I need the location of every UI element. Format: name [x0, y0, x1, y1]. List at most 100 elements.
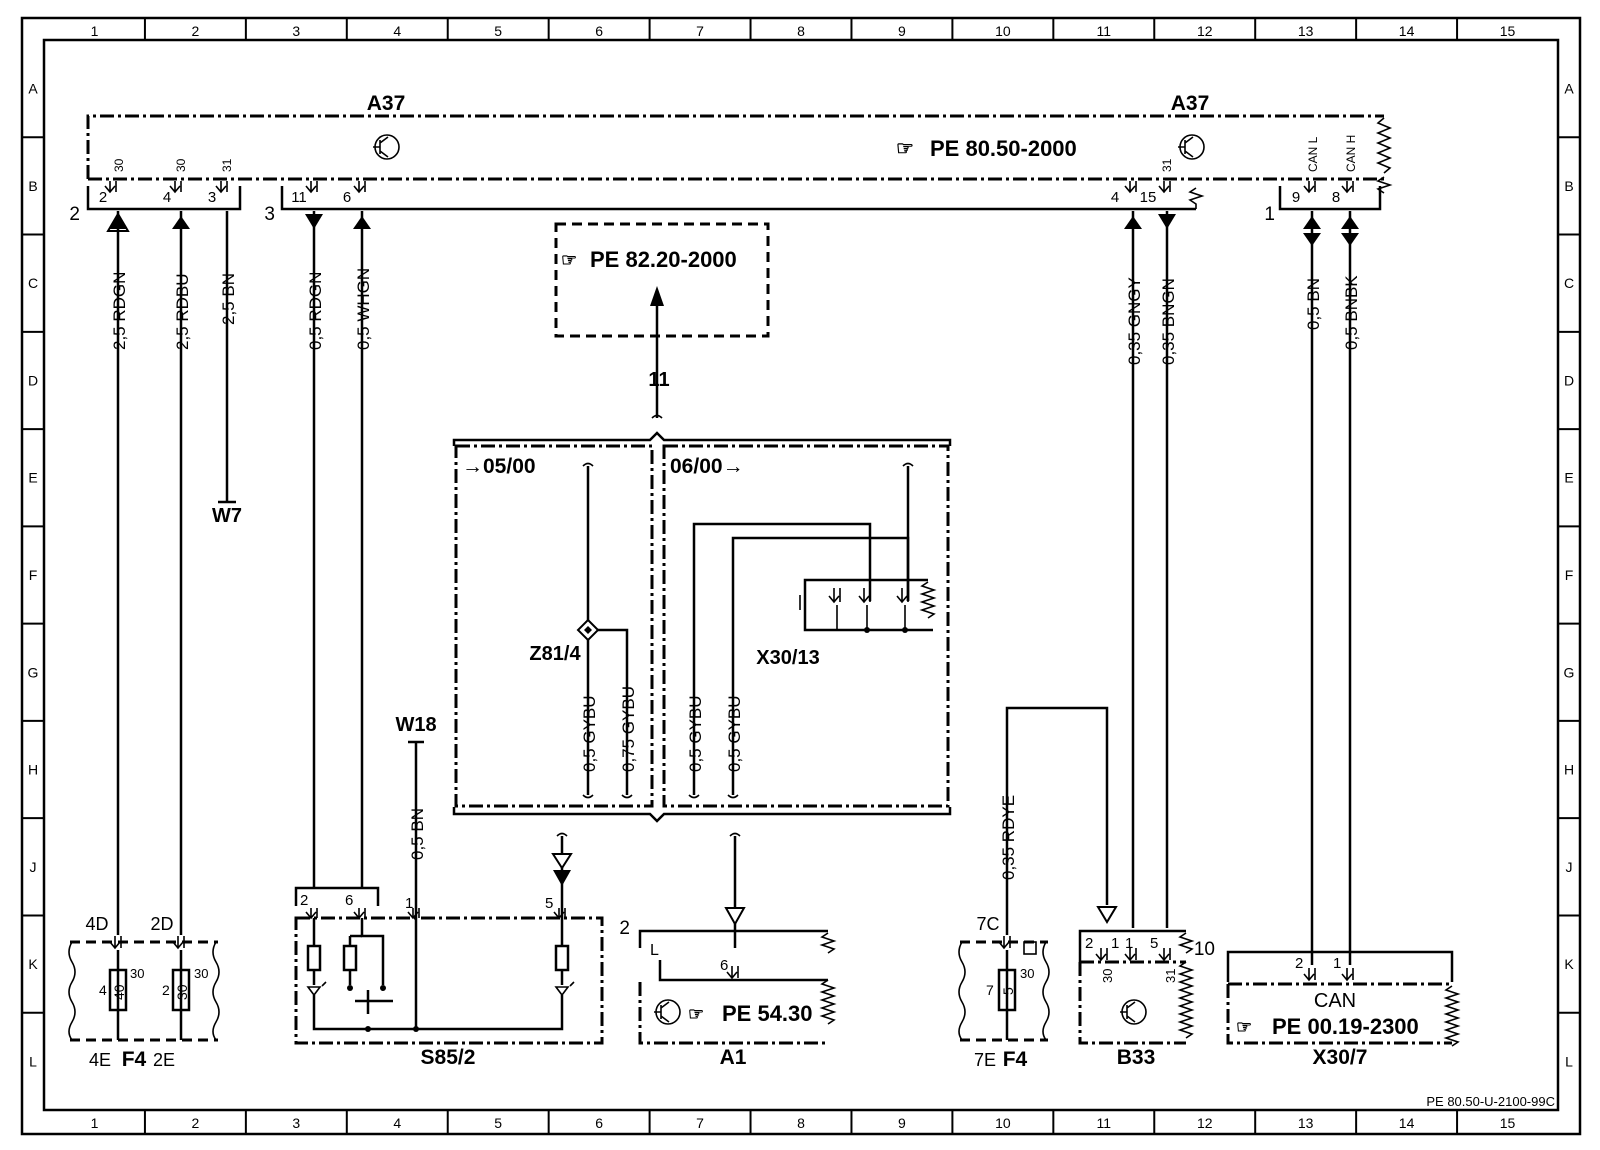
pin-label: 2	[619, 918, 630, 939]
grid-labels: 1122334455667788991010111112121313141415…	[22, 18, 1580, 1134]
grid-row-label: F	[1565, 567, 1574, 583]
transistor-icon	[1120, 999, 1147, 1025]
pin-30-label: 30	[112, 158, 126, 172]
x30-7-label: X30/7	[1313, 1046, 1368, 1069]
x30-7-reference: PE 00.19-2300	[1272, 1014, 1419, 1039]
grid-row-label: J	[1566, 859, 1573, 875]
pin-label: 30	[194, 966, 208, 981]
grid-column-label: 1	[91, 23, 99, 39]
grid-column-label: 2	[192, 23, 200, 39]
grid-column-label: 15	[1500, 1115, 1516, 1131]
pin-15: 15	[1140, 189, 1157, 206]
outer-frame	[20, 16, 1582, 1136]
pin-6: 6	[343, 189, 351, 206]
grid-row-label: G	[28, 664, 39, 680]
grid-column-label: 8	[797, 23, 805, 39]
pin-label: 2	[1085, 935, 1093, 952]
grid-row-label: C	[28, 275, 38, 291]
grid-row-label: A	[28, 81, 38, 97]
grid-column-label: 10	[995, 1115, 1011, 1131]
variant-new-label: 06/00→	[670, 455, 744, 478]
f4-label: F4	[1003, 1048, 1028, 1071]
pin-label: 7C	[976, 914, 999, 934]
pin-label: 1	[1111, 935, 1119, 952]
grid-row-label: D	[1564, 372, 1574, 388]
grid-row-label: H	[28, 762, 38, 778]
wire-label: 0,5 RDGN	[306, 272, 325, 350]
pin-label: 30	[130, 966, 144, 981]
grid-column-label: 3	[292, 23, 300, 39]
fuse-rating: 30	[174, 984, 190, 1000]
b33-component: 2 1 1 5 30 31 B33	[1078, 929, 1195, 1069]
fuse-rating: 5	[1000, 987, 1016, 995]
reference-box-label: PE 82.20-2000	[590, 247, 737, 272]
transistor-icon	[654, 999, 681, 1025]
reference-hand-icon: ☞	[561, 250, 577, 270]
fuse-rating: 40	[111, 984, 127, 1000]
b33-label: B33	[1117, 1046, 1156, 1069]
grid-column-label: 13	[1298, 1115, 1314, 1131]
connector-2: 2	[69, 204, 80, 225]
pin-label: 31	[1163, 969, 1178, 983]
grid-column-label: 13	[1298, 23, 1314, 39]
pin-label: 6	[720, 957, 728, 974]
pin-label: 1	[405, 895, 413, 912]
can-label: CAN	[1314, 990, 1356, 1012]
pin-31-label: 31	[220, 158, 234, 172]
grid-column-label: 15	[1500, 23, 1516, 39]
pin-4-right: 4	[1111, 189, 1119, 206]
f4-label: F4	[122, 1048, 147, 1071]
a1-reference: PE 54.30	[722, 1001, 813, 1026]
pin-2: 2	[99, 189, 107, 206]
grid-row-label: H	[1564, 762, 1574, 778]
pin-label: 30	[1020, 966, 1034, 981]
ground-w7: W7	[212, 505, 242, 527]
wire-label: 2,5 BN	[219, 273, 238, 325]
pin-label: 5	[1150, 935, 1158, 952]
grid-column-label: 10	[995, 23, 1011, 39]
pin-label: 2	[162, 982, 170, 998]
pin-label: 1	[1333, 955, 1341, 972]
pin-label: 7	[986, 982, 994, 998]
inner-frame	[42, 38, 1560, 1112]
grid-row-label: C	[1564, 275, 1574, 291]
pin-label: 10	[1194, 939, 1215, 960]
pin-label: 1	[1125, 935, 1133, 952]
reference-hand-icon: ☞	[688, 1004, 704, 1024]
pin-label: 2	[300, 892, 308, 909]
pin-9: 9	[1292, 189, 1300, 206]
grid-column-label: 4	[393, 23, 401, 39]
x30-13-label: X30/13	[756, 647, 819, 669]
document-reference: PE 80.50-U-2100-99C	[1426, 1094, 1555, 1109]
pin-label: L	[650, 942, 659, 959]
pin-label: 5	[545, 895, 553, 912]
z81-label: Z81/4	[529, 643, 581, 665]
wire-label: 0,35 GNGY	[1125, 277, 1144, 365]
pin-11: 11	[291, 189, 307, 206]
grid-row-label: F	[29, 567, 38, 583]
pin-label: 2	[1295, 955, 1303, 972]
variant-old-label: →05/00	[462, 455, 536, 478]
grid-row-label: A	[1564, 81, 1574, 97]
wire-label: 0,5 GYBU	[725, 695, 744, 772]
wire-label: 0,5 BNBK	[1342, 275, 1361, 350]
wire-label: 0,5 WHGN	[354, 268, 373, 350]
grid-column-label: 12	[1197, 1115, 1213, 1131]
grid-row-label: L	[29, 1053, 37, 1069]
pin-30-label: 30	[174, 158, 188, 172]
can-h-label: CAN H	[1344, 135, 1358, 172]
wire-label: 0,5 GYBU	[686, 695, 705, 772]
grid-column-label: 8	[797, 1115, 805, 1131]
grid-column-label: 9	[898, 1115, 906, 1131]
grid-row-label: D	[28, 372, 38, 388]
pin-label: 4	[99, 982, 107, 998]
grid-column-label: 9	[898, 23, 906, 39]
a37-module: A37 A37 ☞ PE 80.50-2000 2 3 1 2 4 3 11 6…	[69, 92, 1393, 225]
pin-label: 2E	[153, 1050, 175, 1070]
a1-label: A1	[720, 1046, 747, 1069]
pin-3: 3	[208, 189, 216, 206]
grid-column-label: 5	[494, 1115, 502, 1131]
wires	[106, 211, 1359, 965]
pin-label: 4E	[89, 1050, 111, 1070]
